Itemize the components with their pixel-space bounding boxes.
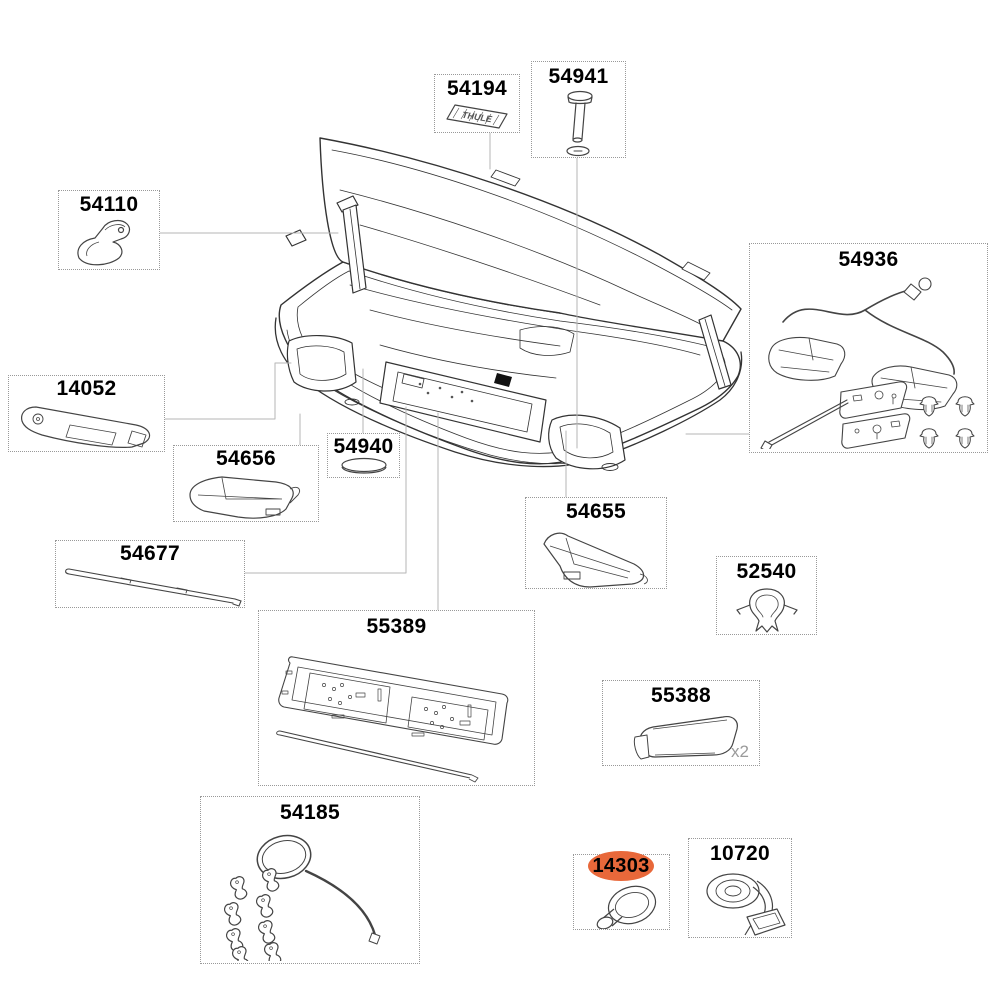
callout-54941[interactable]: 54941 [531,61,626,158]
callout-54656[interactable]: 54656 [173,445,319,522]
part-number: 54185 [280,801,340,824]
callout-54194[interactable]: 54194 THULE [434,74,520,133]
callout-55388[interactable]: 55388 x2 [602,680,760,766]
callout-54185[interactable]: 54185 [200,796,420,964]
bolt-and-washer-icon [566,90,593,157]
part-number: 54677 [120,542,180,565]
spacer-pad-icon [633,716,738,760]
callout-54940[interactable]: 54940 [327,433,400,478]
grommet-knob-icon [596,885,657,929]
callout-54110[interactable]: 54110 [58,190,160,270]
part-number: 54941 [548,65,609,88]
part-number: 54656 [216,447,276,470]
bumper-and-plate-details [286,334,626,471]
part-number: 52540 [736,560,797,583]
left-end-cap-icon [189,476,301,519]
part-number: 55389 [366,615,427,638]
callout-54677[interactable]: 54677 [55,540,245,608]
light-kit-icon [760,277,975,449]
part-number: 54655 [566,500,626,523]
part-number: 14052 [56,377,117,400]
oval-plug-icon [341,457,387,474]
lid-latch-icon [77,219,131,266]
thule-badge-icon: THULE [446,104,508,129]
strap-with-buckle-icon [706,873,786,936]
callout-52540[interactable]: 52540 [716,556,817,635]
plate-holder-icon [276,656,509,783]
quantity-note: x2 [731,742,749,761]
callout-10720[interactable]: 10720 [688,838,792,938]
leader-lines [159,132,750,611]
part-number: 14303 [592,855,650,877]
handle-bar-icon [21,406,151,448]
clip-fastener-icon [736,588,798,633]
part-number: 10720 [710,842,770,865]
callout-55389[interactable]: 55389 [258,610,535,786]
box-lid [319,137,742,342]
part-number: 54194 [447,77,507,100]
hinge-struts [285,195,732,390]
part-number: 54936 [838,248,899,271]
callout-54655[interactable]: 54655 [525,497,667,589]
callout-14052[interactable]: 14052 [8,375,165,452]
part-number: 54940 [333,435,394,458]
callout-54936[interactable]: 54936 [749,243,988,453]
right-end-cap-icon [543,532,648,588]
trim-strip-icon [65,568,242,607]
callout-14303[interactable]: 14303 [573,851,670,930]
security-cable-kit-icon [222,834,381,961]
highlight-ellipse: 14303 [588,851,654,881]
svg-text:THULE: THULE [461,110,493,125]
part-number: 55388 [651,684,711,707]
part-number: 54110 [79,193,139,216]
